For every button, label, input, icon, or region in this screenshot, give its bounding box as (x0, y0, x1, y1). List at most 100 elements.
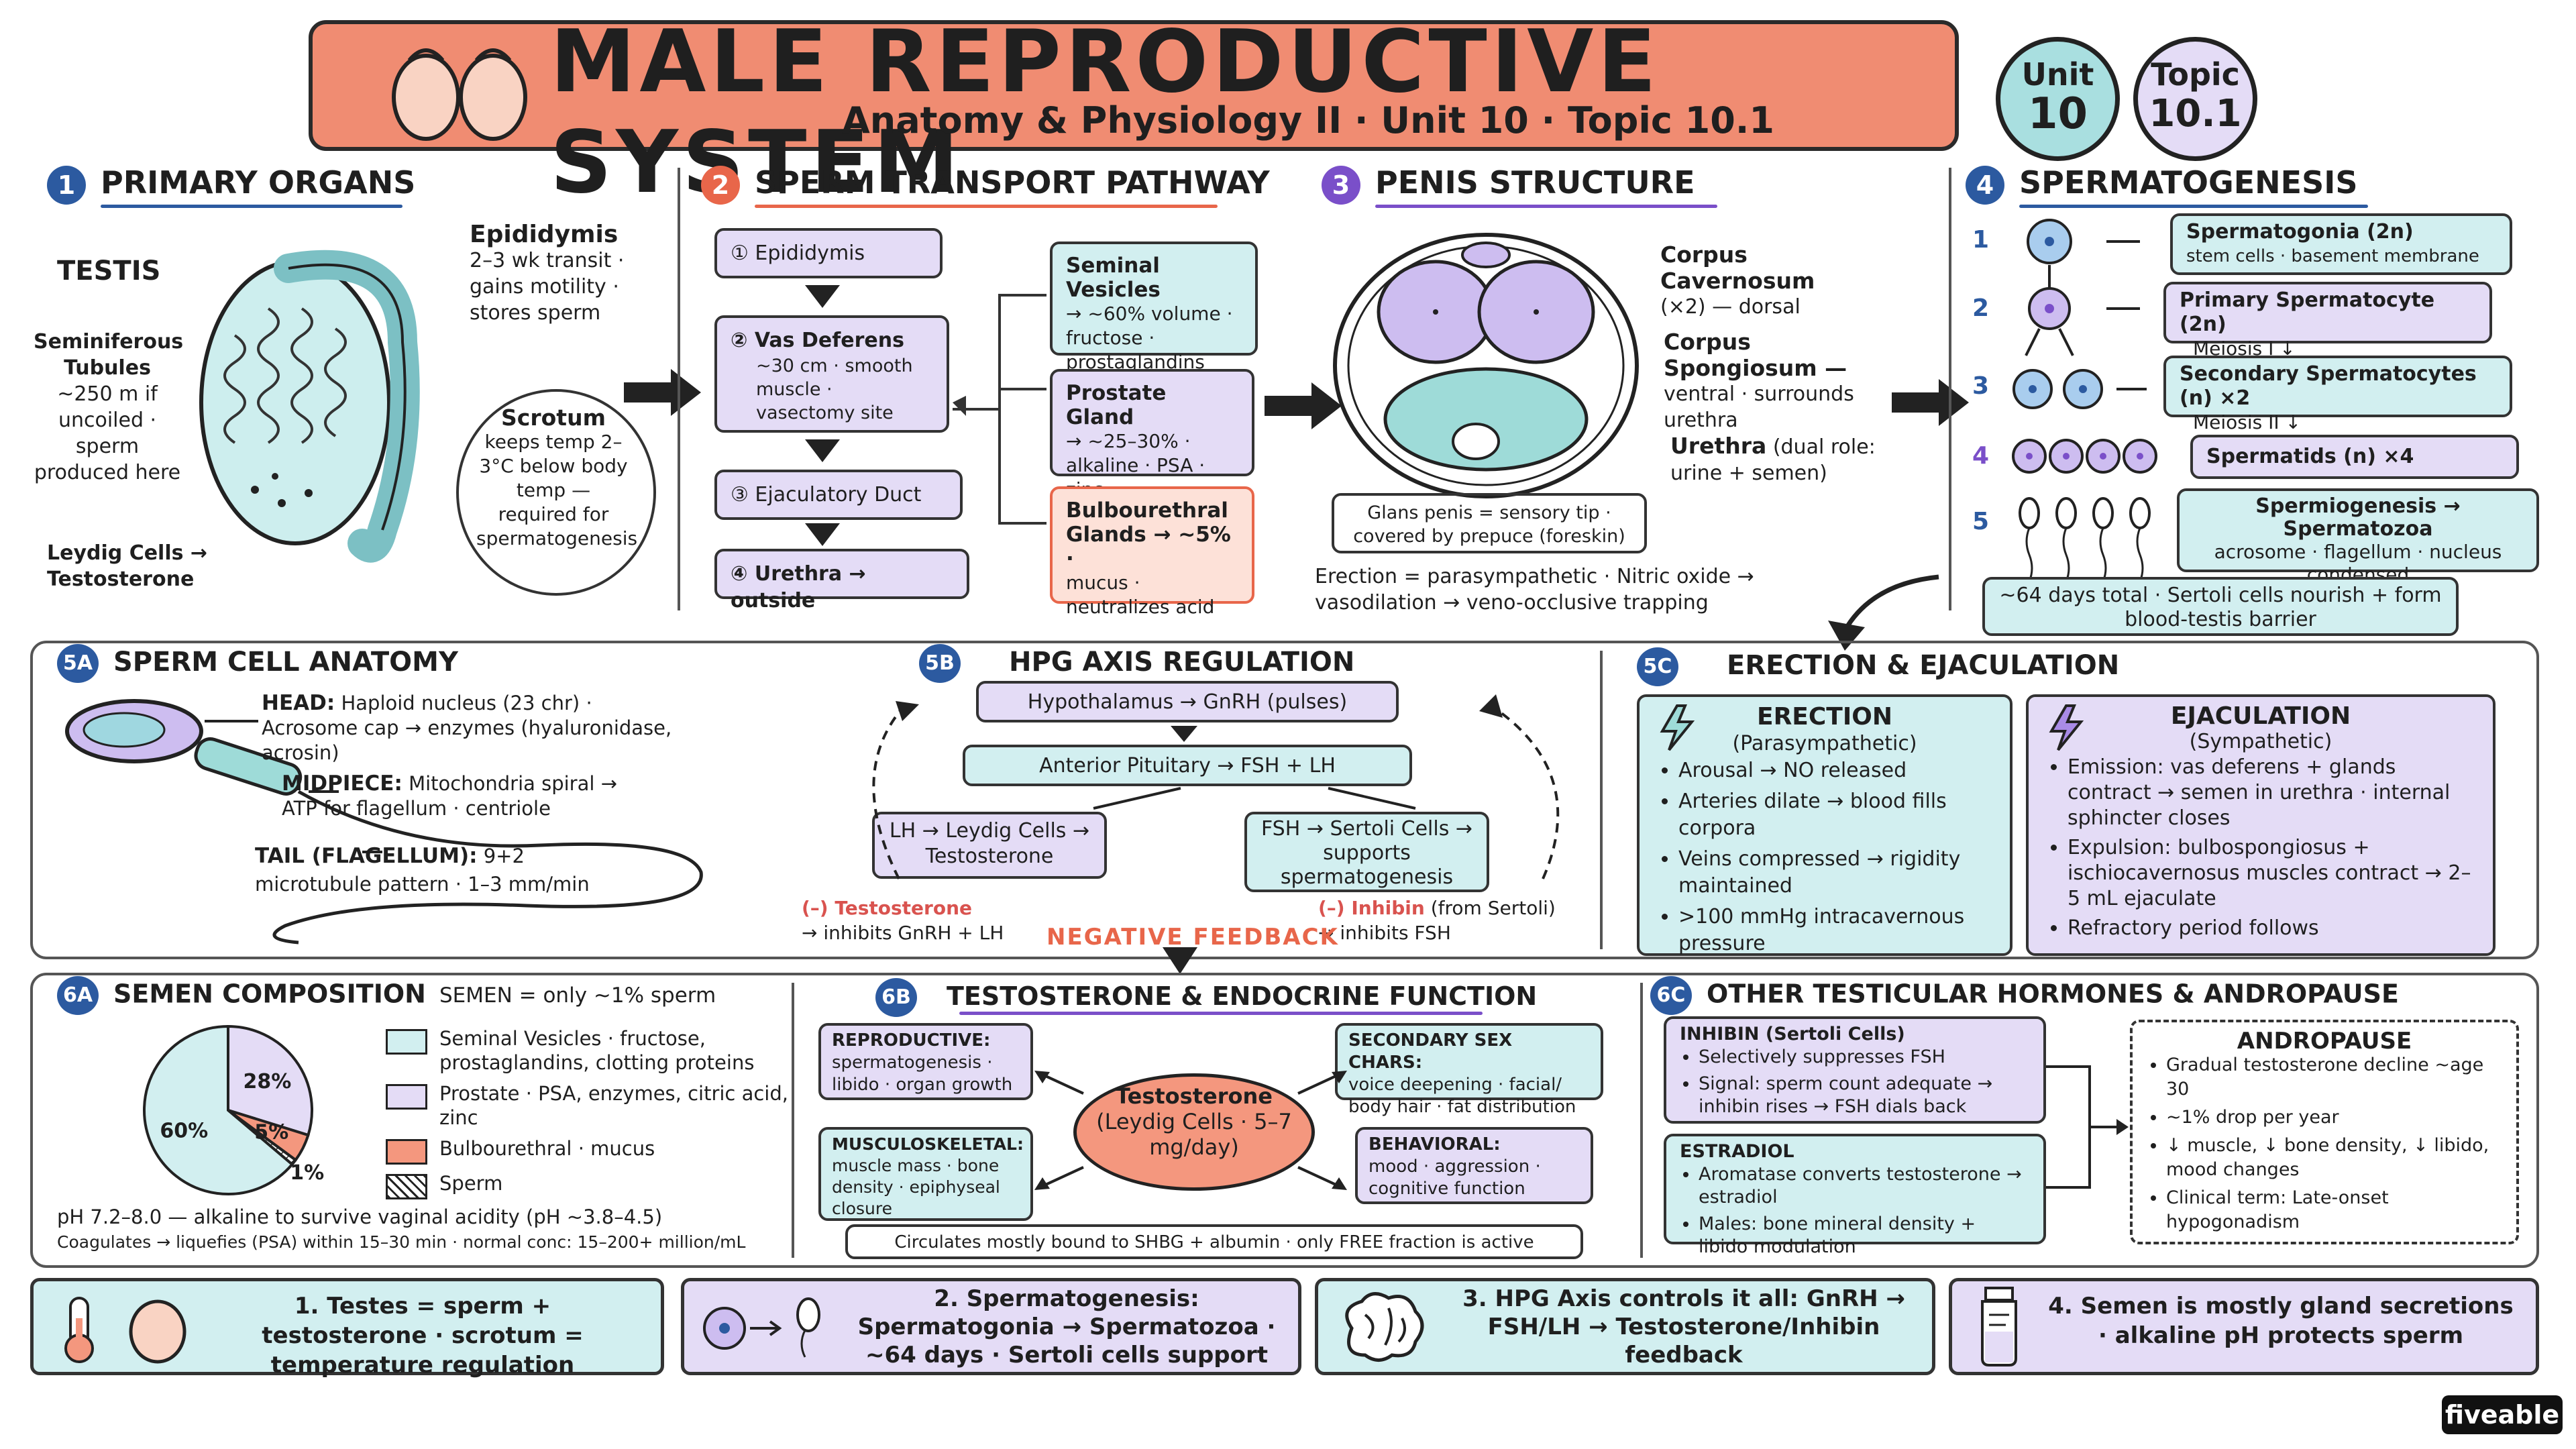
spermatogenesis-footer: ~64 days total · Sertoli cells nourish +… (1982, 577, 2459, 636)
arrow-down-icon (805, 439, 840, 462)
row2-panel (30, 641, 2539, 959)
arrow-down-icon (1163, 947, 1197, 974)
pie-slice (143, 1024, 294, 1195)
prostate-gland-box: Prostate Gland→ ~25–30% · alkaline · PSA… (1050, 369, 1254, 500)
divider (1640, 983, 1643, 1258)
title-banner (309, 20, 1959, 151)
primary-organs-underline (101, 205, 402, 208)
negative-feedback-label: NEGATIVE FEEDBACK (1046, 924, 1339, 951)
lightning-icon (1660, 704, 1695, 751)
testosterone-arrows (1034, 1071, 1347, 1190)
ejaculation-card: EJACULATION(Sympathetic) Emission: vas d… (2026, 694, 2496, 956)
cell-to-sperm-icon (703, 1297, 820, 1358)
spermatogenesis-underline (2019, 205, 2368, 208)
seminiferous-callout: Seminiferous Tubules ~250 m if uncoiled … (34, 330, 184, 484)
summary-text-4: 4. Semen is mostly gland secretions · al… (2048, 1293, 2514, 1349)
testes-icon (392, 48, 527, 141)
step-number: 4 (1972, 442, 1990, 470)
shbg-note: Circulates mostly bound to SHBG + albumi… (845, 1224, 1583, 1259)
thermometer-testis-icon (64, 1297, 186, 1364)
summary-card-4 (1949, 1278, 2539, 1375)
arrow-down-icon (805, 285, 840, 308)
testosterone-center (1073, 1073, 1315, 1191)
feedback-loop-arrows (872, 694, 1560, 879)
pituitary-box: Anterior Pituitary → FSH + LH (963, 745, 1412, 786)
legend-swatch (386, 1084, 427, 1110)
summary-text-1: 1. Testes = sperm + testosterone · scrot… (262, 1293, 584, 1379)
pie-slice (227, 1024, 313, 1137)
semen-note: SEMEN = only ~1% sperm (439, 983, 716, 1008)
lightning-icon (2049, 704, 2084, 751)
hypothalamus-box: Hypothalamus → GnRH (pulses) (976, 681, 1399, 722)
testosterone-underline (959, 1012, 1483, 1015)
seminal-vesicles-box: Seminal Vesicles→ ~60% volume · fructose… (1050, 241, 1258, 373)
spermatids-box: Spermatids (n) ×4 (2190, 435, 2519, 479)
estradiol-box: ESTRADIOL Aromatase converts testosteron… (1664, 1134, 2046, 1257)
transport-underline (755, 205, 1218, 208)
legend-item: Bulbourethral · mucus (386, 1136, 802, 1165)
gland-connector (953, 294, 1046, 525)
semen-pie-chart: 28%5%1%60% (143, 1024, 324, 1195)
legend-swatch (386, 1029, 427, 1055)
arrow-right-icon (1265, 382, 1342, 429)
semen-legend: Seminal Vesicles · fructose, prostagland… (386, 1026, 802, 1199)
summary-card-2 (681, 1278, 1301, 1375)
branch-arrows (1093, 787, 1416, 810)
divider (1949, 168, 1951, 610)
inhibin-box: INHIBIN (Sertoli Cells) Selectively supp… (1664, 1016, 2046, 1124)
reproductive-box: REPRODUCTIVE:spermatogenesis · libido · … (818, 1023, 1033, 1100)
pie-label: 28% (243, 1070, 291, 1093)
arrow-right-icon (624, 369, 701, 416)
arrow-right-icon (1892, 379, 1969, 426)
musculoskeletal-box: MUSCULOSKELETAL:muscle mass · bone densi… (818, 1127, 1033, 1221)
step-number: 5 (1972, 508, 1990, 535)
arrow-down-icon (805, 523, 840, 546)
sperm-cell-diagram (65, 699, 703, 945)
legend-swatch (386, 1174, 427, 1199)
bracket-connector (2046, 1065, 2129, 1189)
semen-ph-note: pH 7.2–8.0 — alkaline to survive vaginal… (57, 1205, 663, 1228)
penis-cross-section (1333, 233, 1639, 498)
corpus-spongiosum-callout: Corpus Spongiosum —ventral · surrounds u… (1664, 329, 1854, 432)
lh-box: LH → Leydig Cells → Testosterone (872, 812, 1107, 879)
page-subtitle: Anatomy & Physiology II · Unit 10 · Topi… (842, 99, 1774, 142)
epididymis-callout: Epididymis 2–3 wk transit · gains motili… (470, 221, 625, 325)
primary-spermatocyte-box: Primary Spermatocyte (2n)Meiosis I ↓ (2163, 282, 2492, 360)
sperm-midpiece-callout: MIDPIECE: Mitochondria spiral → ATP for … (282, 771, 617, 820)
secondary-sex-box: SECONDARY SEX CHARS:voice deepening · fa… (1335, 1023, 1603, 1117)
pathway-step-4: ④ Urethra → outside (714, 549, 969, 612)
pie-label: 5% (254, 1121, 288, 1144)
brain-icon (1345, 1292, 1424, 1362)
brand-logo: fiveable (2442, 1395, 2563, 1434)
arrow-down-icon (1171, 726, 1197, 742)
legend-item: Sperm (386, 1171, 802, 1199)
page-title: MALE REPRODUCTIVE SYSTEM (550, 12, 1660, 213)
penis-underline (1375, 205, 1717, 208)
row3-panel (30, 973, 2539, 1268)
leydig-callout: Leydig Cells → Testosterone (47, 541, 208, 591)
spermatogonia-box: Spermatogonia (2n)stem cells · basement … (2170, 213, 2512, 275)
erection-card: ERECTION(Parasympathetic) Arousal → NO r… (1637, 694, 2012, 956)
step-number: 3 (1972, 372, 1990, 400)
andropause-box: ANDROPAUSE Gradual testosterone decline … (2130, 1020, 2519, 1244)
behavioral-box: BEHAVIORAL:mood · aggression · cognitive… (1355, 1127, 1593, 1204)
sperm-tail-callout: TAIL (FLAGELLUM): 9+2 microtubule patter… (255, 844, 590, 896)
legend-item: Prostate · PSA, enzymes, citric acid, zi… (386, 1081, 802, 1130)
fsh-box: FSH → Sertoli Cells → supports spermatog… (1244, 812, 1489, 892)
testis-diagram (199, 250, 420, 563)
bulbourethral-box: Bulbourethral Glands → ~5% ·mucus · neut… (1050, 486, 1254, 618)
divider (678, 168, 680, 610)
pathway-step-1: ① Epididymis (714, 228, 943, 278)
divider (1600, 651, 1603, 949)
erection-note: Erection = parasympathetic · Nitric oxid… (1315, 565, 1754, 614)
